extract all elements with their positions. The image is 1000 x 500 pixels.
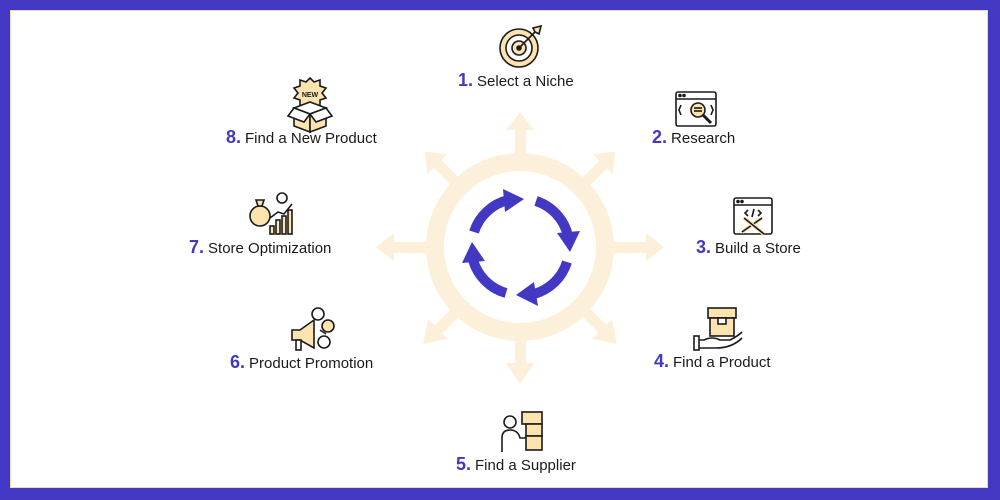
cycle-arc-top-right	[534, 196, 573, 238]
growth-chart-icon	[249, 192, 293, 235]
cream-ring	[426, 153, 614, 341]
arrow-down	[506, 325, 534, 384]
step-1: 1.Select a Niche	[458, 70, 574, 91]
step-5-number: 5.	[456, 454, 472, 474]
cycle-arrowheads	[462, 189, 580, 306]
arrow-right	[612, 233, 664, 261]
step-1-number: 1.	[458, 70, 474, 90]
step-2-number: 2.	[652, 127, 668, 147]
arrow-up	[506, 112, 534, 170]
step-3-label: Build a Store	[715, 240, 801, 257]
new-product-box-icon	[286, 76, 334, 134]
new-badge-text: NEW	[302, 92, 319, 99]
step-2-label: Research	[671, 130, 736, 147]
step-8: 8.Find a New Product	[226, 127, 377, 148]
step-4: 4.Find a Product	[654, 351, 771, 372]
step-6-number: 6.	[230, 352, 246, 372]
target-icon	[499, 24, 543, 68]
step-7-number: 7.	[189, 237, 205, 257]
cycle-arc-bottom-left	[468, 258, 508, 298]
step-1-label: Select a Niche	[477, 73, 574, 90]
radiating-arrows	[376, 112, 664, 384]
step-2: 2.Research	[652, 127, 735, 148]
step-4-number: 4.	[654, 351, 670, 371]
store-build-icon	[733, 197, 773, 236]
step-6-label: Product Promotion	[249, 355, 374, 372]
step-4-label: Find a Product	[673, 354, 771, 371]
step-3-number: 3.	[696, 237, 712, 257]
web-research-icon	[675, 91, 717, 127]
step-5-label: Find a Supplier	[475, 457, 576, 474]
diagram-canvas	[10, 10, 988, 488]
step-5: 5.Find a Supplier	[456, 454, 576, 475]
step-7-label: Store Optimization	[208, 240, 332, 257]
step-8-label: Find a New Product	[245, 130, 377, 147]
supplier-boxes-icon	[501, 411, 543, 452]
step-6: 6.Product Promotion	[230, 352, 373, 373]
step-3: 3.Build a Store	[696, 237, 801, 258]
cycle-arc-top-left	[469, 195, 510, 234]
cycle-arc-bottom-right	[532, 260, 572, 299]
arrow-left	[376, 233, 428, 261]
megaphone-icon	[291, 307, 335, 351]
product-box-hand-icon	[693, 307, 743, 351]
step-7: 7.Store Optimization	[189, 237, 331, 258]
step-8-number: 8.	[226, 127, 242, 147]
cycle-arrows	[468, 195, 573, 299]
